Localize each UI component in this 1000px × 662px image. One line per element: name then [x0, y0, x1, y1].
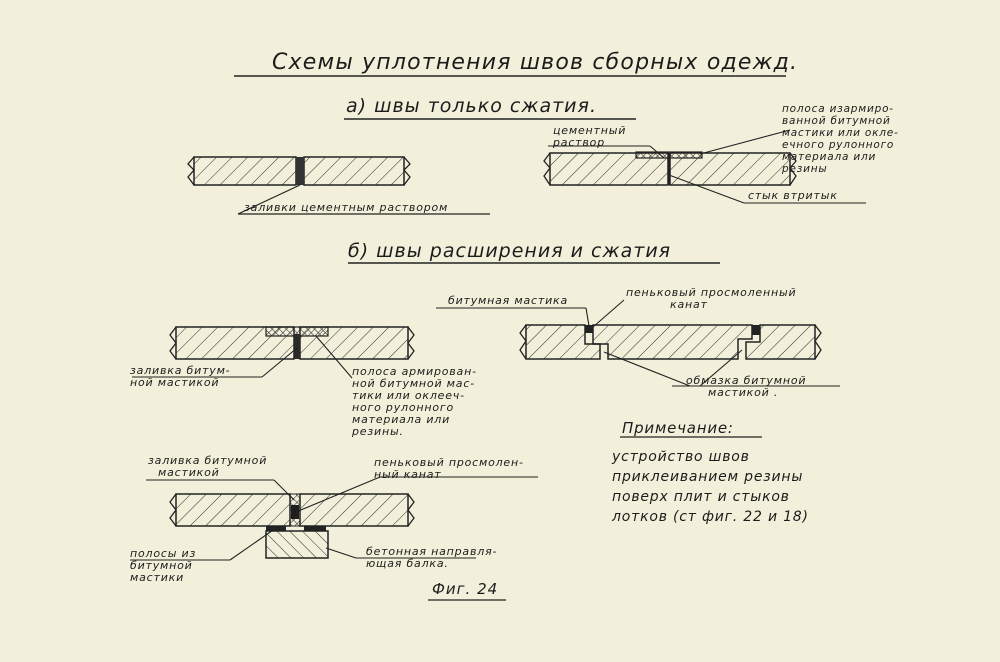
- label-tarred-rope-bottom: пеньковый просмолен- ный канат: [374, 456, 524, 481]
- scheme-b-left: [132, 326, 415, 379]
- page-title: Схемы уплотнения швов сборных одежд.: [272, 50, 799, 75]
- scheme-a-right: [543, 129, 866, 204]
- label-mastic-coating: обмазка битумной мастикой .: [686, 374, 807, 399]
- label-strip: полоса изармиро- ванной битумной мастики…: [782, 103, 899, 175]
- mastic-strip-right: [304, 526, 326, 531]
- heading-a: а) швы только сжатия.: [346, 95, 597, 117]
- heading-b: б) швы расширения и сжатия: [348, 240, 672, 262]
- label-guide-beam: бетонная направля- ющая балка.: [366, 545, 498, 570]
- label-bitumen-mastic: битумная мастика: [448, 294, 569, 307]
- guide-beam: [265, 530, 329, 559]
- figure-label: Фиг. 24: [432, 580, 499, 598]
- rope-plug: [752, 325, 760, 335]
- mastic-joint-fill: [294, 334, 300, 359]
- label-butt-joint: стык втритык: [748, 189, 838, 202]
- label-bitumen-fill: заливка битум- ной мастикой: [130, 364, 231, 389]
- label-cement-mortar: цементный раствор: [553, 124, 627, 149]
- label-reinforced-strip: полоса армирован- ной битумной мас- тики…: [352, 365, 477, 438]
- label-mastic-strips: полосы из битумной мастики: [130, 547, 197, 584]
- label-bitumen-fill-bottom: заливка битумной мастикой: [148, 454, 268, 479]
- scheme-b-right: [436, 299, 840, 387]
- scheme-b-bottom: [130, 476, 538, 561]
- note-text: устройство швов приклеиванием резины пов…: [612, 449, 809, 525]
- cement-joint-fill: [296, 157, 304, 185]
- note-heading: Примечание:: [622, 419, 734, 437]
- label-tarred-rope: пеньковый просмоленный канат: [626, 286, 797, 311]
- label-cement-fill: заливки цементным раствором: [244, 201, 449, 214]
- mastic-plug: [585, 325, 593, 333]
- scheme-a-left: [187, 156, 490, 215]
